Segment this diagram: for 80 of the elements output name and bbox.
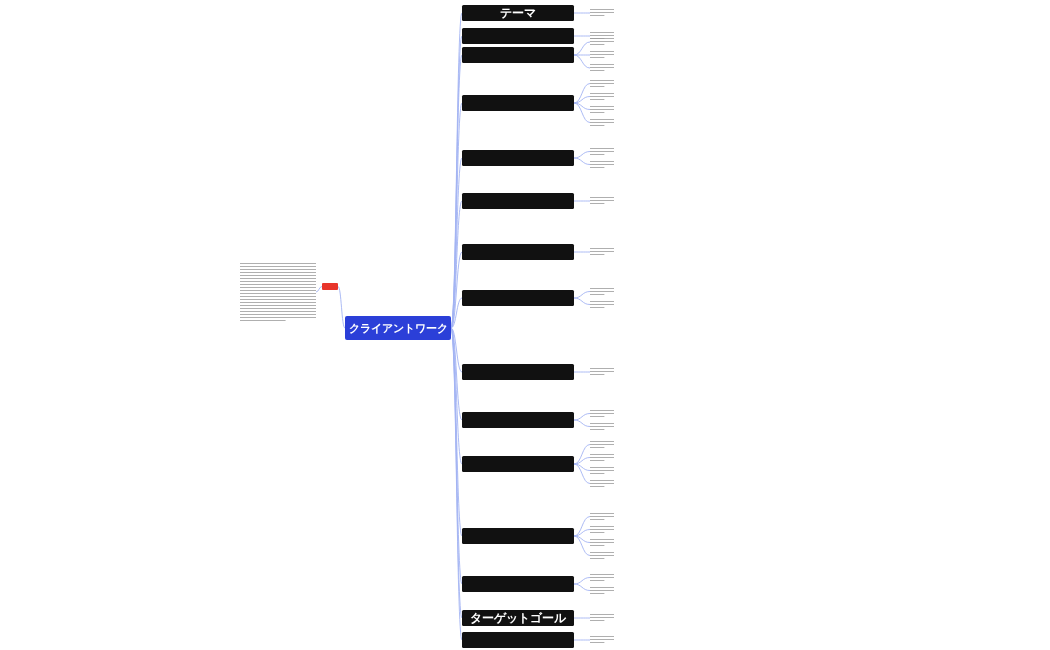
- connector: [337, 286, 346, 329]
- connector: [573, 251, 591, 253]
- topic-box: [462, 150, 574, 166]
- connector: [573, 419, 591, 427]
- text-lines-drawing: [590, 537, 614, 548]
- text-lines-drawing: [590, 159, 614, 170]
- connector: [573, 583, 591, 591]
- text-lines-drawing: [590, 50, 614, 60]
- connector: [573, 529, 591, 537]
- node-text: ターゲットゴール: [470, 609, 566, 627]
- connector: [573, 577, 591, 585]
- text-lines-drawing: [590, 117, 614, 128]
- text-lines-drawing: [590, 63, 614, 73]
- connector: [315, 286, 323, 293]
- text-lines-drawing: [590, 146, 614, 157]
- connector: [573, 535, 591, 556]
- text-lines-drawing: [590, 78, 614, 89]
- text-lines-drawing: [590, 635, 614, 645]
- connector: [450, 297, 463, 329]
- connector: [450, 251, 463, 329]
- text-lines-drawing: [590, 299, 614, 310]
- tag-box: [322, 283, 338, 290]
- connector: [573, 102, 591, 123]
- node-text: クライアントワーク: [348, 320, 448, 336]
- text-lines-drawing: [590, 104, 614, 115]
- connector: [573, 35, 591, 37]
- text-lines-drawing: [590, 37, 614, 47]
- text-lines-drawing: [590, 8, 614, 18]
- connector: [573, 444, 591, 465]
- topic-box: [462, 193, 574, 209]
- connector: [573, 157, 591, 165]
- text-lines-drawing: [590, 585, 614, 596]
- connector: [573, 617, 591, 619]
- text-lines-drawing: [590, 408, 614, 419]
- connector: [573, 96, 591, 104]
- topic-box: [462, 610, 574, 626]
- text-lines-drawing: [590, 196, 614, 206]
- topic-box: [462, 576, 574, 592]
- topic-box: [462, 5, 574, 21]
- text-lines-drawing: [240, 262, 316, 322]
- text-lines-drawing: [590, 452, 614, 463]
- text-lines-drawing: [590, 91, 614, 102]
- connector: [573, 200, 591, 202]
- text-lines-drawing: [590, 439, 614, 450]
- connector: [573, 54, 591, 69]
- topic-box: [462, 28, 574, 44]
- text-lines-drawing: [590, 572, 614, 583]
- connector: [573, 639, 591, 641]
- text-lines-drawing: [590, 465, 614, 476]
- connector: [573, 151, 591, 159]
- connector: [573, 413, 591, 421]
- topic-box: [462, 412, 574, 428]
- node-text: テーマ: [500, 4, 536, 22]
- text-lines-drawing: [590, 286, 614, 297]
- text-lines-drawing: [590, 478, 614, 489]
- connector: [573, 83, 591, 104]
- text-lines-drawing: [590, 550, 614, 561]
- text-lines-drawing: [590, 367, 614, 377]
- topic-box: [462, 47, 574, 63]
- text-lines-drawing: [590, 613, 614, 623]
- text-lines-drawing: [590, 511, 614, 522]
- connector: [573, 457, 591, 465]
- topic-box: [462, 632, 574, 648]
- topic-box: [462, 95, 574, 111]
- connector: [573, 297, 591, 305]
- text-lines-drawing: [590, 524, 614, 535]
- connector: [573, 463, 591, 484]
- connector: [573, 54, 591, 56]
- topic-box: [462, 528, 574, 544]
- topic-box: [462, 456, 574, 472]
- text-lines-drawing: [590, 247, 614, 257]
- connector: [573, 291, 591, 299]
- connector: [450, 327, 463, 373]
- topic-box: [462, 364, 574, 380]
- connector: [573, 371, 591, 373]
- topic-box: [462, 244, 574, 260]
- text-lines-drawing: [590, 421, 614, 432]
- topic-box: [462, 290, 574, 306]
- connector: [573, 516, 591, 537]
- connector: [573, 12, 591, 14]
